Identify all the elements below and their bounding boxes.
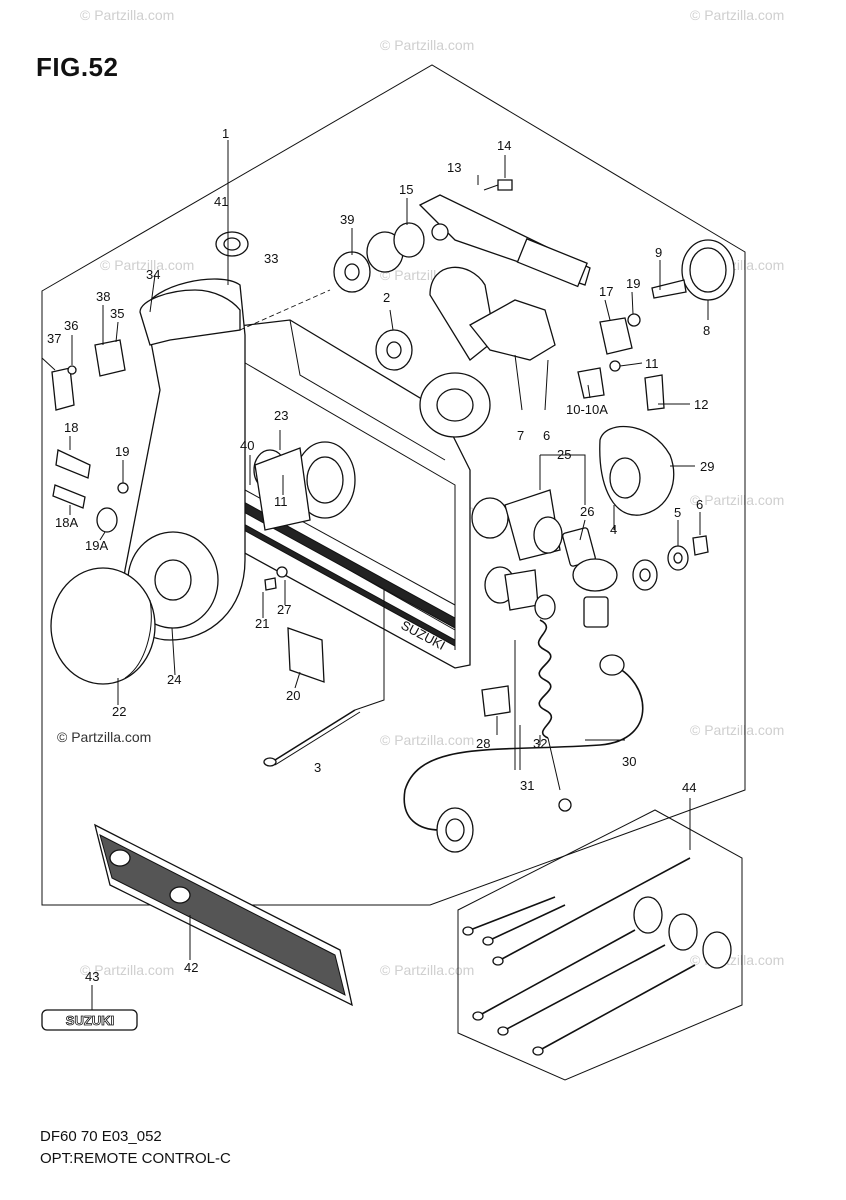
callout-label: 33 [264, 251, 278, 266]
callout-label: 13 [447, 160, 461, 175]
callout-label: 31 [520, 778, 534, 793]
small-parts-top [215, 179, 735, 411]
callout-label: 1 [222, 126, 229, 141]
callout-label: 37 [47, 331, 61, 346]
callout-label: 3 [314, 760, 321, 775]
callout-label: 30 [622, 754, 636, 769]
figure-code: DF60 70 E03_052 [40, 1128, 162, 1145]
callout-label: 18 [64, 420, 78, 435]
callout-label: 25 [557, 447, 571, 462]
callout-label: 22 [112, 704, 126, 719]
watermark: © Partzilla.com [690, 722, 784, 738]
figure-title: FIG.52 [36, 52, 119, 82]
callout-label: 26 [580, 504, 594, 519]
watermark: © Partzilla.com [80, 962, 174, 978]
callout-label: 5 [674, 505, 681, 520]
callout-label: 4 [610, 522, 617, 537]
callout-label: 44 [682, 780, 696, 795]
callout-label: 9 [655, 245, 662, 260]
figure-caption: OPT:REMOTE CONTROL-C [40, 1150, 231, 1167]
callout-label: 34 [146, 267, 160, 282]
callout-label: 8 [703, 323, 710, 338]
watermark: © Partzilla.com [380, 732, 474, 748]
wire-harness [403, 654, 644, 853]
watermark-credit: © Partzilla.com [57, 729, 151, 745]
switch-cover [599, 425, 675, 516]
key-switch [471, 489, 618, 628]
connector-plug [481, 685, 511, 717]
callout-label: 11 [645, 356, 659, 371]
callout-label: 28 [476, 736, 490, 751]
callout-label: 19A [85, 538, 108, 553]
callout-label: 14 [497, 138, 511, 153]
callout-label: 7 [517, 428, 524, 443]
callout-labels: 1 41 33 39 15 14 13 2 9 8 17 19 11 12 10… [47, 126, 714, 984]
callout-label: 39 [340, 212, 354, 227]
callout-label: 24 [167, 672, 181, 687]
long-bolt [263, 709, 361, 767]
washers [632, 535, 709, 591]
callout-label: 2 [383, 290, 390, 305]
brand-badge-text: SUZUKI [66, 1013, 114, 1028]
callout-label: 17 [599, 284, 613, 299]
callout-label: 18A [55, 515, 78, 530]
watermark: © Partzilla.com [380, 37, 474, 53]
callout-label: 6 [543, 428, 550, 443]
watermark: © Partzilla.com [690, 492, 784, 508]
callout-label: 40 [240, 438, 254, 453]
callout-label: 19 [115, 444, 129, 459]
kit-boundary [457, 809, 743, 1081]
callout-label: 23 [274, 408, 288, 423]
watermark: © Partzilla.com [690, 7, 784, 23]
assembly-boundary [41, 64, 746, 906]
stop-switch [484, 566, 572, 812]
callout-label: 43 [85, 969, 99, 984]
throttle-arm [418, 194, 591, 438]
callout-label: 12 [694, 397, 708, 412]
suzuki-badge: SUZUKI [41, 1009, 138, 1031]
callout-label: 32 [533, 736, 547, 751]
callout-label: 41 [214, 194, 228, 209]
callout-label: 35 [110, 306, 124, 321]
leader-lines [41, 140, 709, 1010]
callout-label: 15 [399, 182, 413, 197]
callout-label: 29 [700, 459, 714, 474]
trim-plate [94, 823, 353, 1007]
watermark: © Partzilla.com [380, 962, 474, 978]
callout-label: 27 [277, 602, 291, 617]
callout-label: 11 [274, 494, 288, 509]
watermark: © Partzilla.com [100, 257, 194, 273]
hardware-kit [462, 857, 732, 1056]
watermark: © Partzilla.com [80, 7, 174, 23]
callout-label: 19 [626, 276, 640, 291]
callout-label: 6 [696, 497, 703, 512]
callout-label: 42 [184, 960, 198, 975]
callout-label: 38 [96, 289, 110, 304]
remote-lever [50, 278, 246, 685]
left-small-parts [51, 339, 325, 683]
hub-cover [50, 567, 156, 685]
callout-label: 21 [255, 616, 269, 631]
callout-label: 10-10A [566, 402, 608, 417]
callout-label: 20 [286, 688, 300, 703]
callout-label: 36 [64, 318, 78, 333]
